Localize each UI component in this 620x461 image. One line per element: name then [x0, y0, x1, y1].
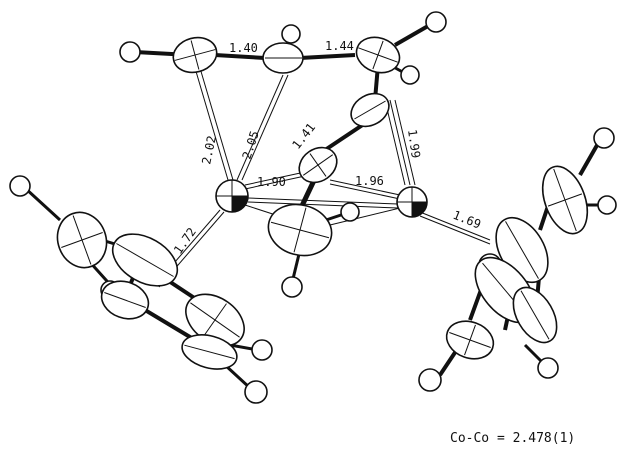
- hydrogen-atom: [281, 24, 301, 44]
- cobalt-atom-right: [396, 186, 428, 218]
- hydrogen-atom: [251, 339, 273, 361]
- hydrogen-atom: [9, 175, 31, 197]
- bond-length-label: 1.40: [229, 41, 258, 55]
- bond-length-label: 1.90: [257, 175, 286, 189]
- bond-length-label: 1.99: [405, 128, 423, 159]
- bond-length-label: 1.41: [289, 120, 318, 151]
- bond-length-label: 2.02: [199, 134, 219, 165]
- hydrogen-atom: [537, 357, 559, 379]
- bond-length-label: 2.05: [240, 129, 262, 161]
- bond-length-label: 1.69: [451, 208, 483, 232]
- cobalt-atom-left: [215, 179, 249, 213]
- hydrogen-atom: [593, 127, 615, 149]
- hydrogen-atom: [400, 65, 420, 85]
- carbon-ellipsoids: [56, 36, 589, 370]
- cobalt-atoms: [215, 179, 428, 218]
- bond-length-label: 1.96: [355, 174, 384, 188]
- bond-length-label: 1.44: [325, 39, 354, 53]
- hydrogen-atom: [418, 368, 442, 392]
- hydrogen-atom: [119, 41, 141, 63]
- hydrogen-atom: [244, 380, 268, 404]
- co-co-distance-caption: Co-Co = 2.478(1): [450, 431, 575, 446]
- hydrogen-atom: [281, 276, 303, 298]
- bond-length-label: 1.72: [171, 225, 199, 257]
- hydrogen-atom: [597, 195, 617, 215]
- hydrogen-atom: [425, 11, 447, 33]
- hydrogen-atom: [340, 202, 360, 222]
